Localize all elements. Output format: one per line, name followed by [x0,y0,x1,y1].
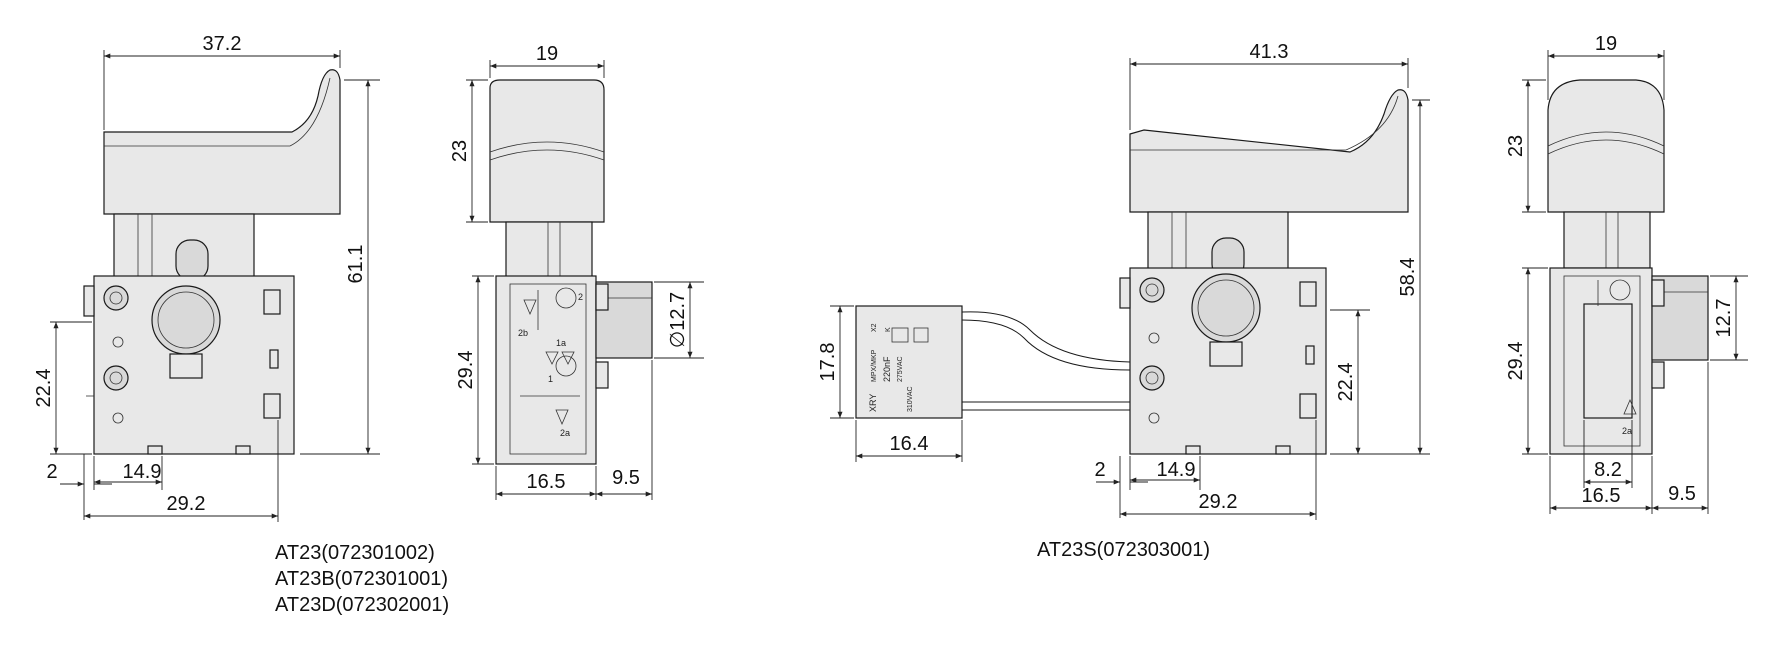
dim-width: 37.2 [203,33,242,55]
side-dim-trigger-height: 23 [449,140,471,162]
s-dim-capacitor-height: 17.8 [817,343,839,382]
dim-inner-width: 14.9 [123,461,162,483]
screw-terminal-top [103,285,129,311]
cap-type: MPX/MKP [871,349,878,382]
wire-top [961,311,1131,363]
at23s-side-view: 2a 19 23 29.4 12.7 8.2 16.5 9.5 [1505,33,1748,514]
side-dim-width: 19 [536,43,558,65]
caption-at23s: AT23S(072303001) [1037,539,1211,561]
screw-terminal-bottom [103,365,129,391]
s-side-trigger [1547,79,1665,213]
at23-side-view: 2 2b 1a 1 2a 19 23 29.4 ∅12.7 16.5 9.5 [449,43,704,500]
cap-brand: XRY [868,394,878,412]
trigger [103,69,341,215]
cap-value: 220nF [882,356,892,382]
terminal-1a: 1a [556,338,566,348]
caption-at23: AT23(072301002) [275,542,435,564]
side-dim-base-width: 16.5 [527,471,566,493]
s-side-dim-width: 19 [1595,33,1617,55]
side-dim-diameter: ∅12.7 [667,292,689,348]
terminal-1: 1 [548,374,553,384]
trigger-s [1129,89,1409,213]
side-trigger [489,79,605,223]
s-dim-offset: 2 [1094,459,1105,481]
cap-class: X2 [871,323,878,332]
cap-tolerance: K [885,327,892,332]
s-dim-base-width: 29.2 [1199,491,1238,513]
terminal-2: 2 [578,292,583,302]
dim-base-width: 29.2 [167,493,206,515]
terminal-2a: 2a [560,428,570,438]
caption-at23d: AT23D(072302001) [275,594,450,616]
at23-front-view: 37.2 61.1 22.4 2 14.9 29.2 [33,33,380,522]
dim-height: 61.1 [345,245,367,284]
dim-offset: 2 [46,461,57,483]
s-side-dim-body-height: 29.4 [1505,342,1527,381]
s-side-dim-right-height: 12.7 [1713,299,1735,338]
s-terminal-2a: 2a [1622,426,1632,436]
side-dim-rear-width: 9.5 [612,467,640,489]
at23s-front-view: XRY MPX/MKP X2 K 220nF 275VAC 310VAC [817,41,1430,520]
dim-left-height: 22.4 [33,369,55,408]
s-dim-inner-width: 14.9 [1157,459,1196,481]
terminal-2b: 2b [518,328,528,338]
s-dim-right-height: 22.4 [1335,363,1357,402]
side-body [495,275,597,465]
cap-voltage-2: 310VAC [907,386,914,412]
capacitor [855,305,963,419]
s-side-dim-inner-width: 8.2 [1594,459,1622,481]
caption-left: AT23(072301002) AT23B(072301001) AT23D(0… [275,540,449,618]
s-dim-capacitor-width: 16.4 [890,433,929,455]
s-side-dim-rear-width: 9.5 [1668,483,1696,505]
s-side-window [1583,303,1633,419]
caption-at23b: AT23B(072301001) [275,568,449,590]
cap-voltage: 275VAC [897,356,904,382]
lock-button [151,285,221,355]
s-dim-width: 41.3 [1250,41,1289,63]
side-dim-body-height: 29.4 [455,351,477,390]
s-side-dim-base-width: 16.5 [1582,485,1621,507]
s-side-dim-trigger-height: 23 [1505,135,1527,157]
caption-right: AT23S(072303001) [1037,537,1210,563]
s-dim-height: 58.4 [1397,258,1419,297]
